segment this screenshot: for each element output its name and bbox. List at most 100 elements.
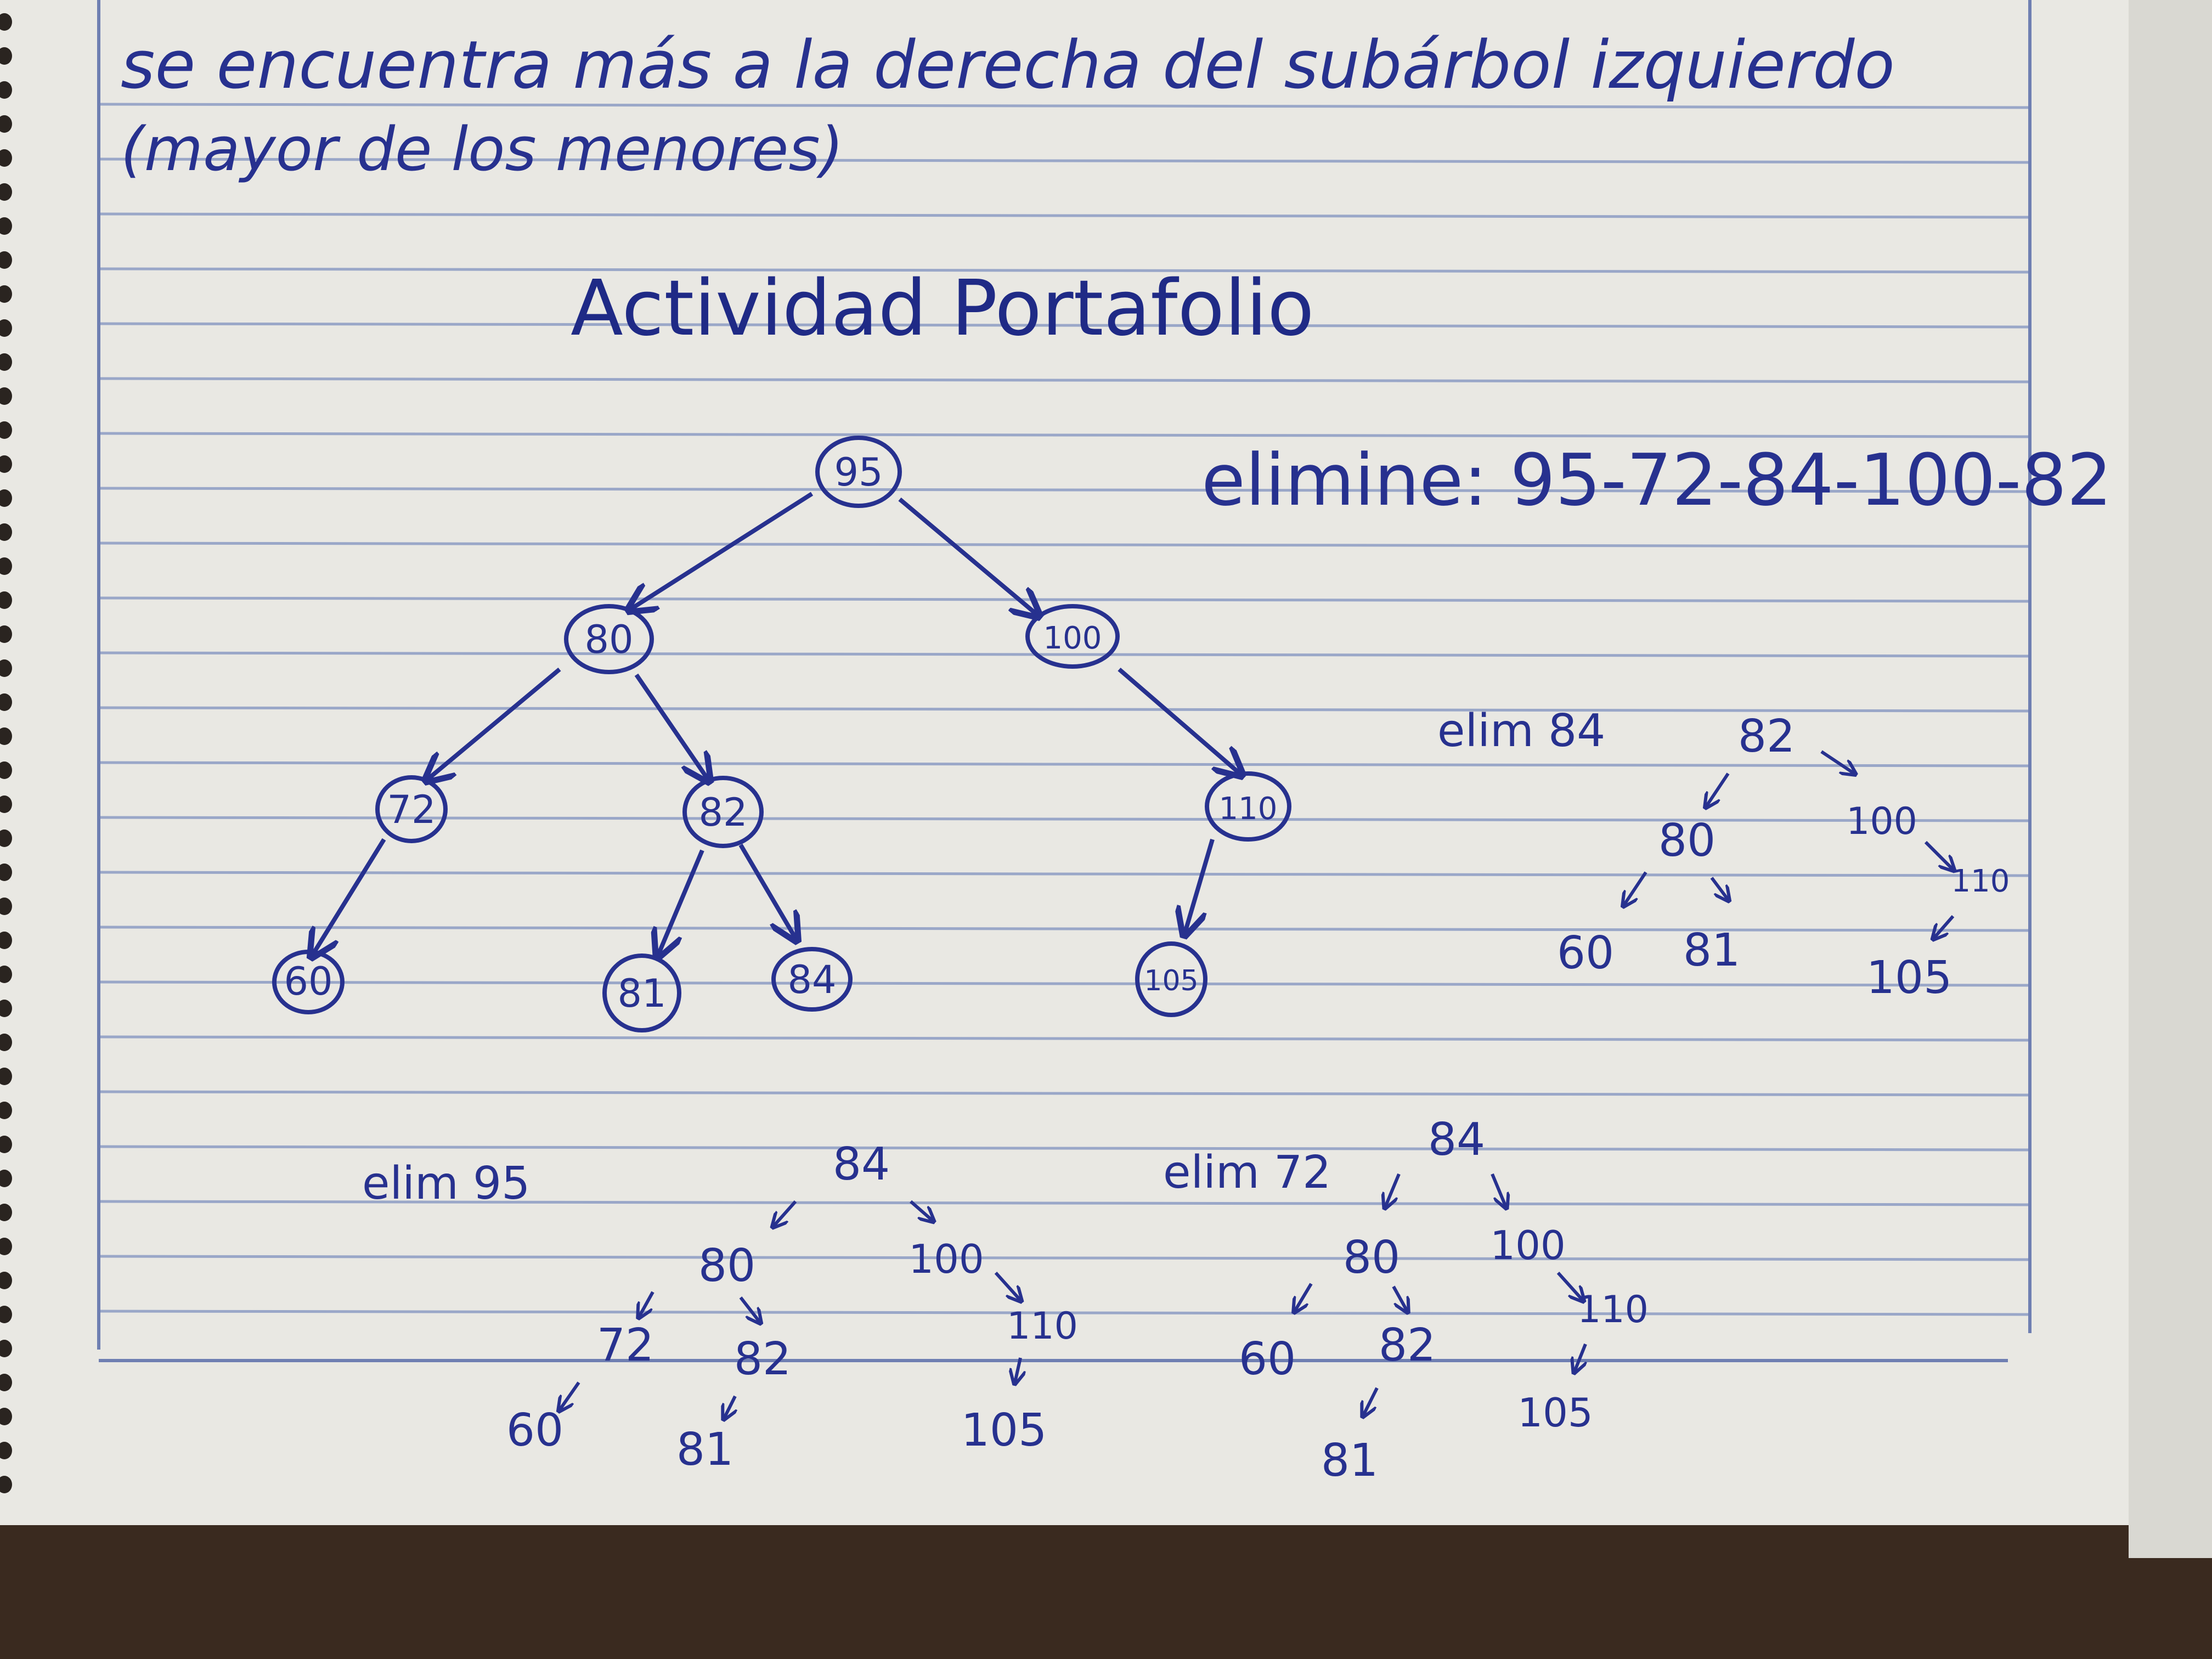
spiral-ring [0,1408,12,1425]
elim84-node-110: 110 [1951,864,2010,899]
elim95-edges [560,1200,1020,1418]
elim84-edges [1624,750,1953,938]
spiral-ring [0,455,12,473]
rule-line [98,432,2030,438]
spiral-ring [0,1102,12,1119]
spiral-ring [0,285,12,303]
elim95-label: elim 95 [362,1158,530,1210]
elim72-node-81: 81 [1321,1435,1378,1487]
elim95-node-80: 80 [698,1240,755,1292]
node-80-circle [564,604,654,674]
spiral-ring [0,217,12,235]
elim72-tree: 84 80 100 60 82 110 81 105 [1239,1114,1649,1487]
spiral-ring [0,319,12,337]
edge-110-105 [1185,838,1215,933]
elim84-node-100: 100 [1846,800,1917,843]
edge-100-110 [1118,667,1240,774]
node-80: 80 [584,617,633,662]
edge-95-100 [898,497,1037,614]
elim72-edges [1295,1173,1585,1415]
node-95: 95 [834,450,883,495]
edge-72-60 [313,838,386,955]
node-81-circle [602,953,681,1032]
spiral-ring [0,1340,12,1357]
rule-line [98,1200,2030,1206]
edge-80-72 [428,667,561,779]
rule-line [98,1090,2030,1097]
spiral-ring [0,761,12,779]
elim72-node-80: 80 [1343,1232,1400,1284]
main-tree [272,436,1291,1032]
spiral-ring [0,489,12,507]
node-60: 60 [284,959,332,1004]
elim95-node-84: 84 [833,1138,890,1190]
page-edge [2129,0,2212,1558]
spiral-ring [0,387,12,405]
spiral-ring [0,1238,12,1255]
elim95-node-82: 82 [734,1333,791,1385]
rule-line [98,1310,2030,1316]
spiral-ring [0,1034,12,1051]
node-72-circle [375,775,448,843]
rule-line [98,103,2030,109]
rule-line [98,1145,2030,1152]
spiral-ring [0,1000,12,1017]
spiral-ring [0,795,12,813]
elim72-label: elim 72 [1163,1147,1331,1199]
spiral-binding [0,13,12,1493]
elim95-node-110: 110 [1007,1305,1078,1348]
elim72-node-82: 82 [1379,1319,1436,1372]
node-110: 110 [1219,791,1278,827]
rule-line [98,212,2030,219]
spiral-ring [0,557,12,575]
spiral-ring [0,1272,12,1289]
elim95-node-60: 60 [506,1404,563,1457]
spiral-ring [0,1204,12,1221]
elim72-node-105: 105 [1517,1390,1593,1436]
rule-line [98,926,2030,932]
elim95-tree: 84 80 100 72 82 110 60 81 105 [506,1138,1078,1476]
ruled-lines [98,103,2030,1316]
spiral-ring [0,591,12,609]
elim72-node-100: 100 [1490,1222,1565,1268]
node-105: 105 [1144,964,1198,997]
spiral-ring [0,1068,12,1085]
spiral-ring [0,659,12,677]
spiral-ring [0,727,12,745]
elim84-node-81: 81 [1683,924,1740,977]
elim72-node-60: 60 [1239,1333,1296,1385]
elim84-node-82: 82 [1738,710,1795,763]
node-100: 100 [1043,620,1102,656]
node-82-circle [682,776,764,848]
spiral-ring [0,1170,12,1187]
spiral-ring [0,47,12,65]
spiral-ring [0,81,12,99]
rule-line [98,651,2030,658]
node-72: 72 [387,787,436,832]
spiral-ring [0,115,12,133]
spiral-ring [0,1442,12,1459]
spiral-ring [0,898,12,915]
rule-line [98,487,2030,493]
spiral-ring [0,1306,12,1323]
spiral-ring [0,13,12,31]
node-95-circle [815,436,902,508]
spiral-ring [0,1476,12,1493]
spiral-ring [0,966,12,983]
elim95-node-105: 105 [961,1404,1047,1457]
elim95-node-72: 72 [597,1319,654,1372]
spiral-ring [0,693,12,711]
spiral-ring [0,183,12,201]
rule-line [98,541,2030,548]
spiral-ring [0,1136,12,1153]
rule-line [98,322,2030,329]
rule-line [98,1035,2030,1042]
spiral-ring [0,932,12,949]
node-84-circle [771,947,853,1012]
elim84-node-60: 60 [1557,927,1614,979]
elim84-label: elim 84 [1437,705,1605,757]
main-tree-labels: 95 80 100 72 82 110 60 81 84 105 [284,450,1277,1016]
elim95-node-100: 100 [909,1236,984,1282]
elim95-node-81: 81 [676,1424,733,1476]
